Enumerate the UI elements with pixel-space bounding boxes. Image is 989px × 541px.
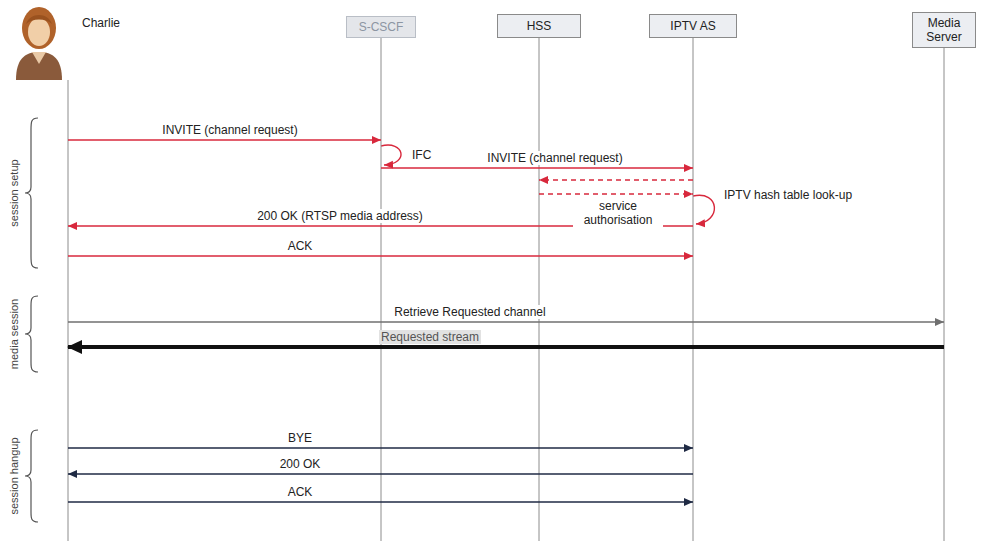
message-label: BYE: [286, 431, 314, 445]
lifeline: [381, 38, 382, 541]
phase-brace: [25, 430, 38, 522]
participant-name: S-CSCF: [359, 20, 404, 34]
message-arrow: [68, 447, 693, 448]
participant-name: Media Server: [919, 16, 969, 44]
phase-label: media session: [7, 297, 21, 371]
lifeline: [944, 48, 945, 541]
message-label: 200 OK (RTSP media address): [255, 209, 425, 223]
step-label: IPTV hash table look-up: [722, 188, 854, 202]
person-icon: [10, 2, 68, 80]
message-arrow: [68, 501, 693, 502]
phase-label: session setup: [7, 157, 21, 228]
lifeline: [539, 38, 540, 541]
message-arrow: [68, 345, 944, 349]
phase-label: session hangup: [7, 435, 21, 516]
actor: Charlie: [10, 2, 140, 80]
self-loop-arrow: [693, 195, 714, 224]
message-arrow: [68, 139, 381, 140]
message-label: service authorisation: [573, 199, 663, 227]
message-arrow: [68, 255, 693, 256]
step-label: IFC: [410, 148, 433, 162]
message-arrow: [539, 193, 693, 194]
lifeline: [68, 80, 69, 541]
actor-name: Charlie: [82, 16, 120, 30]
message-arrow: [381, 167, 693, 168]
participant-box: HSS: [497, 14, 581, 38]
message-label: ACK: [286, 239, 315, 253]
message-label: Retrieve Requested channel: [392, 305, 547, 319]
lifeline: [693, 38, 694, 541]
phase-brace: [25, 118, 38, 268]
message-label: INVITE (channel request): [485, 151, 624, 165]
participant-name: HSS: [527, 19, 552, 33]
self-loop-arrow: [381, 145, 401, 165]
participant-name: IPTV AS: [670, 19, 715, 33]
message-label: Requested stream: [379, 330, 481, 344]
message-arrow: [68, 321, 944, 322]
participant-box: S-CSCF: [346, 16, 416, 38]
message-label: ACK: [286, 485, 315, 499]
phase-brace: [25, 296, 38, 372]
message-label: INVITE (channel request): [160, 123, 299, 137]
message-arrow: [68, 473, 693, 474]
message-label: 200 OK: [278, 457, 323, 471]
participant-box: IPTV AS: [649, 14, 737, 38]
participant-box: Media Server: [912, 12, 976, 48]
message-arrow: [539, 179, 693, 180]
